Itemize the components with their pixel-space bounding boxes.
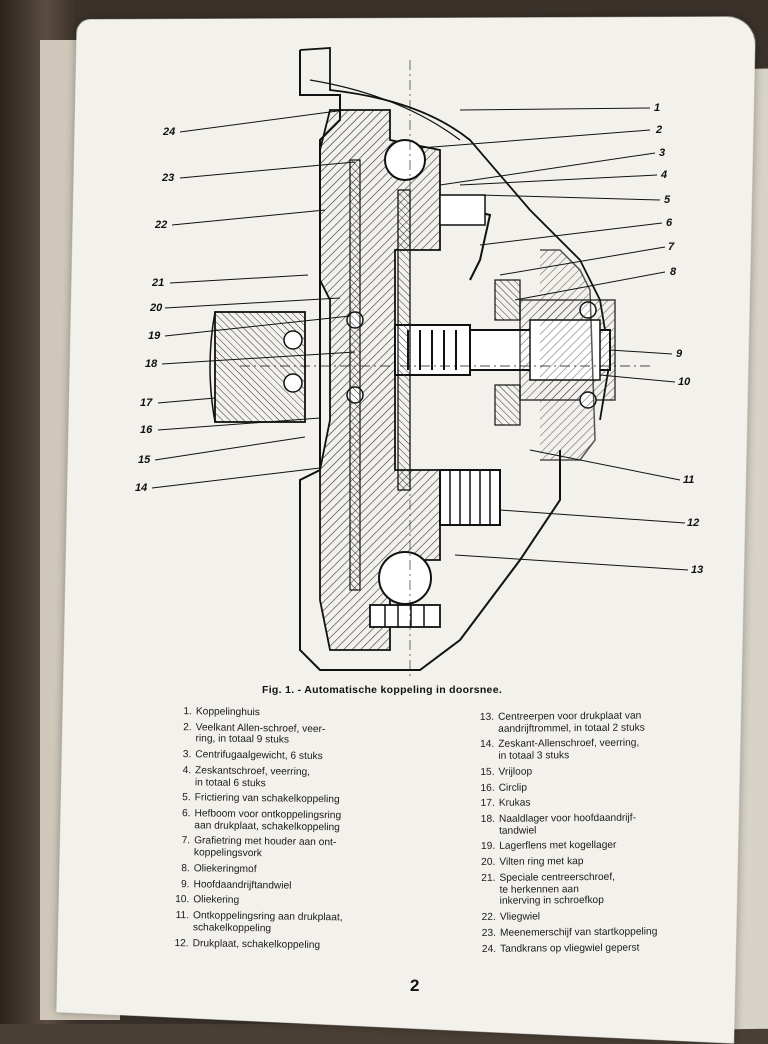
label-6: 6 <box>666 217 673 229</box>
legend-item: 3.Centrifugaalgewicht, 6 stuks <box>182 749 323 763</box>
legend-item: 4.Zeskantschroef, veerring, in totaal 6 … <box>182 765 311 789</box>
label-1: 1 <box>654 102 661 114</box>
legend-item: 21.Speciale centreerschroef, te herkenne… <box>481 871 616 908</box>
legend-left-column: 1.Koppelinghuis 2.Veelkant Allen-schroef… <box>171 706 434 957</box>
label-7: 7 <box>668 241 675 253</box>
label-20: 20 <box>150 302 163 314</box>
label-15: 15 <box>138 454 151 466</box>
label-10: 10 <box>678 376 691 388</box>
legend-item: 13.Centreerpen voor drukplaat van aandri… <box>479 710 645 735</box>
label-13: 13 <box>691 564 704 576</box>
figure-caption: Fig. 1. - Automatische koppeling in door… <box>262 684 503 696</box>
clutch-cross-section-diagram <box>151 47 689 680</box>
label-23: 23 <box>162 172 175 184</box>
legend-item: 9.Hoofdaandrijftandwiel <box>180 878 292 892</box>
label-2: 2 <box>656 124 663 136</box>
label-16: 16 <box>140 424 153 436</box>
label-14: 14 <box>135 482 148 494</box>
label-17: 17 <box>140 397 153 409</box>
legend-item: 5.Frictiering van schakelkoppeling <box>182 792 340 806</box>
label-18: 18 <box>145 358 158 370</box>
label-22: 22 <box>155 219 168 231</box>
legend-item: 22.Vliegwiel <box>481 911 541 924</box>
legend-item: 14.Zeskant-Allenschroef, veerring, in to… <box>480 738 640 762</box>
label-24: 24 <box>163 126 176 138</box>
legend-item: 16.Circlip <box>480 782 528 794</box>
page-number: 2 <box>410 976 420 995</box>
legend-item: 7.Grafietring met houder aan ont- koppel… <box>181 835 337 860</box>
legend-item: 1.Koppelinghuis <box>183 706 261 719</box>
legend-right-column: 13.Centreerpen voor drukplaat van aandri… <box>476 710 708 959</box>
legend-item: 12.Drukplaat, schakelkoppeling <box>174 937 321 951</box>
label-8: 8 <box>670 266 677 278</box>
legend-item: 17.Krukas <box>480 797 531 810</box>
label-9: 9 <box>676 348 683 360</box>
legend-item: 10.Oliekering <box>175 894 240 907</box>
legend-item: 18.Naaldlager voor hoofdaandrijf- tandwi… <box>480 812 637 837</box>
label-12: 12 <box>687 517 700 529</box>
legend-item: 20.Vilten ring met kap <box>481 856 584 869</box>
legend-item: 23.Meenemerschijf van startkoppeling <box>481 926 658 939</box>
label-11: 11 <box>683 474 695 486</box>
legend-item: 24.Tandkrans op vliegwiel geperst <box>481 942 640 955</box>
legend-item: 2.Veelkant Allen-schroef, veer- ring, in… <box>183 721 326 747</box>
legend-item: 11.Ontkoppelingsring aan drukplaat, scha… <box>175 910 343 935</box>
label-4: 4 <box>661 169 668 181</box>
label-21: 21 <box>152 277 165 289</box>
legend-item: 8.Oliekeringmof <box>181 863 257 876</box>
legend-item: 15.Vrijloop <box>480 766 533 778</box>
label-5: 5 <box>664 194 671 206</box>
legend-item: 6.Hefboom voor ontkoppelingsring aan dru… <box>181 808 342 834</box>
label-19: 19 <box>148 330 161 342</box>
legend-item: 19.Lagerflens met kogellager <box>480 840 617 853</box>
label-3: 3 <box>659 147 666 159</box>
